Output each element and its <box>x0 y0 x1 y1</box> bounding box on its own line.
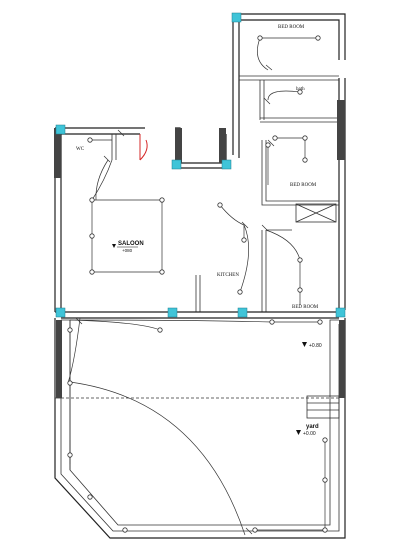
saloon-level-label: +080 <box>122 248 133 253</box>
level-marker-yard <box>296 430 301 435</box>
bedroom-bottom-label: BED ROOM <box>292 305 319 310</box>
wc-door <box>139 134 148 161</box>
bedroom-top-label: BED ROOM <box>278 25 305 30</box>
kitchen-label: KITCHEN <box>217 273 239 278</box>
light-fixtures <box>67 35 328 533</box>
wiring <box>67 37 326 536</box>
bath-label: bath <box>296 87 305 92</box>
columns <box>55 12 346 318</box>
level-marker-saloon <box>112 244 116 248</box>
windows <box>54 100 345 398</box>
bedroom-mid-label: BED ROOM <box>290 183 317 188</box>
wc-label: WC <box>76 147 85 152</box>
level-marker-080 <box>302 342 307 347</box>
saloon-label: SALOON <box>118 241 144 247</box>
level-080-label: +0.80 <box>309 343 322 349</box>
switches <box>75 64 275 535</box>
stairs <box>306 395 340 419</box>
yard-label: yard <box>306 424 319 430</box>
yard-level-label: +0.00 <box>303 431 316 437</box>
